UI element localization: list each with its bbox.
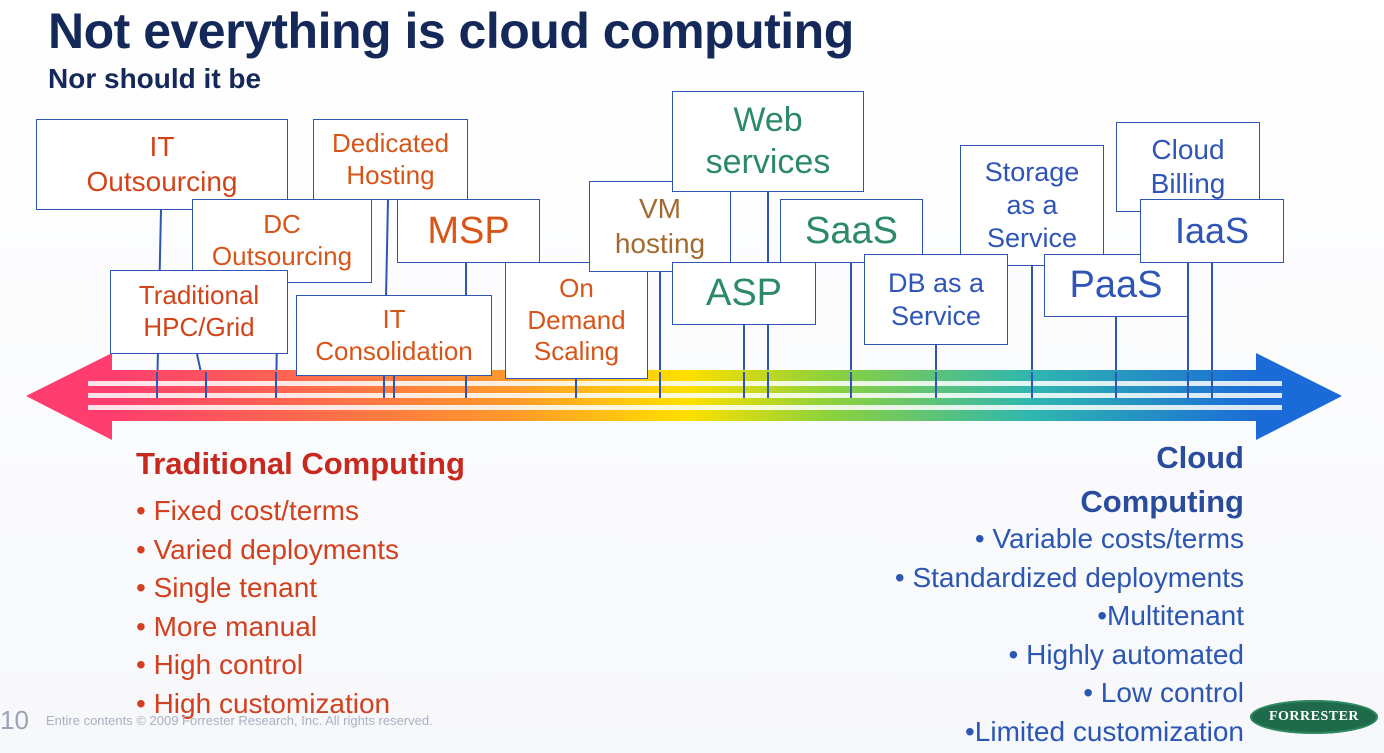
- forrester-logo: FORRESTER: [1250, 700, 1378, 734]
- category-box-cloud-billing: Cloud Billing: [1116, 122, 1260, 212]
- traditional-computing-heading: Traditional Computing: [136, 446, 465, 481]
- category-box-iaas: IaaS: [1140, 199, 1284, 263]
- traditional-item: • High control: [136, 649, 303, 681]
- cloud-item: • Variable costs/terms: [974, 523, 1244, 554]
- arrow-stripe: [88, 381, 1282, 386]
- category-box-it-consolidation: IT Consolidation: [296, 295, 492, 376]
- arrow-stripe: [88, 405, 1282, 410]
- cloud-item: • Highly automated: [1008, 638, 1244, 670]
- spectrum-arrow: [26, 353, 1342, 440]
- cloud-computing-heading: Cloud Computing: [1080, 440, 1244, 519]
- slide-subtitle: Nor should it be: [48, 63, 262, 94]
- traditional-computing-list: • Fixed cost/terms • Varied deployments …: [136, 492, 399, 724]
- category-box-dedicated-hosting: Dedicated Hosting: [313, 119, 468, 200]
- cloud-item: • Standardized deployments: [894, 561, 1244, 593]
- connector-feet: [156, 372, 1213, 398]
- traditional-item: • High customization: [136, 687, 391, 719]
- traditional-item: • Fixed cost/terms: [136, 495, 359, 526]
- category-box-storage-as-a-service: Storage as a Service: [960, 145, 1104, 266]
- category-box-traditional-hpc-grid: Traditional HPC/Grid: [110, 270, 288, 354]
- category-box-db-as-a-service: DB as a Service: [864, 254, 1008, 345]
- page-number: 10: [0, 705, 29, 735]
- category-box-dc-outsourcing: DC Outsourcing: [192, 199, 372, 283]
- cloud-item: • Low control: [1083, 677, 1244, 709]
- category-box-vm-hosting: VM hosting: [589, 181, 731, 272]
- cloud-item: •Limited customization: [964, 715, 1244, 747]
- cloud-item: •Multitenant: [1097, 600, 1244, 632]
- traditional-item: • Varied deployments: [136, 533, 399, 565]
- spectrum-arrow-right-head: [1256, 353, 1342, 440]
- slide-title: Not everything is cloud computing: [48, 3, 854, 59]
- traditional-item: • More manual: [136, 610, 317, 642]
- category-box-asp: ASP: [672, 262, 816, 325]
- arrow-stripe: [88, 393, 1282, 398]
- spectrum-arrow-left-head: [26, 353, 112, 440]
- category-box-msp: MSP: [397, 199, 540, 263]
- category-box-web-services: Web services: [672, 91, 864, 192]
- category-box-on-demand-scaling: On Demand Scaling: [505, 262, 648, 379]
- category-box-saas: SaaS: [780, 199, 923, 263]
- copyright-notice: Entire contents © 2009 Forrester Researc…: [46, 713, 433, 728]
- traditional-item: • Single tenant: [136, 572, 318, 604]
- category-box-it-outsourcing: IT Outsourcing: [36, 119, 288, 210]
- category-box-paas: PaaS: [1044, 254, 1188, 317]
- cloud-computing-list: • Variable costs/terms • Standardized de…: [895, 520, 1244, 752]
